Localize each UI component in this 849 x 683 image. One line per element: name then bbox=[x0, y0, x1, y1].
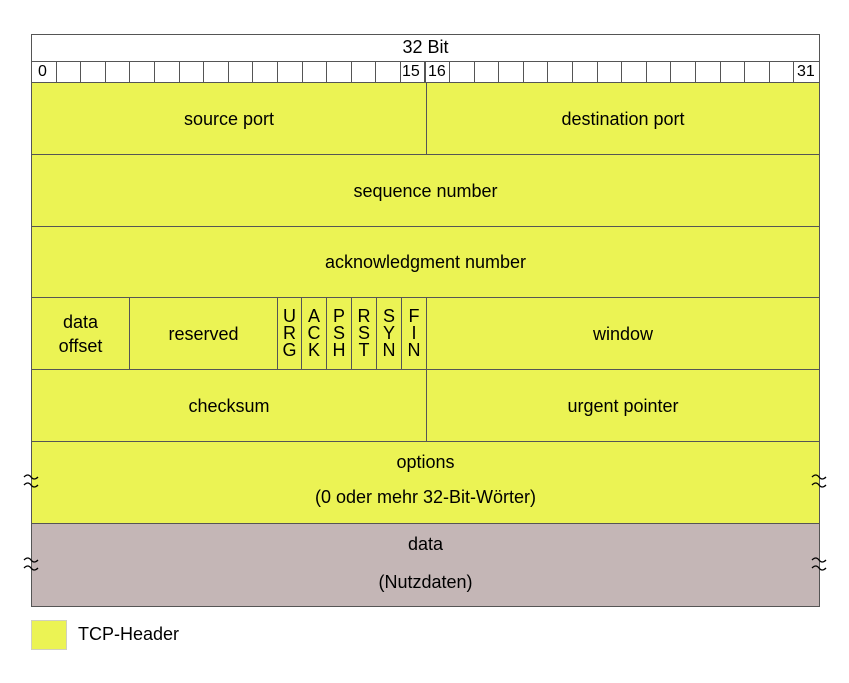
flag-letter: R bbox=[357, 306, 371, 326]
break-mark-data-right-icon bbox=[811, 557, 827, 571]
reserved-label: reserved bbox=[168, 323, 239, 344]
flag-letter: I bbox=[411, 323, 417, 343]
flag-letter: R bbox=[283, 323, 296, 343]
options-note: (0 oder mehr 32-Bit-Wörter) bbox=[314, 487, 537, 507]
bit-cell bbox=[721, 62, 746, 82]
bit-cell bbox=[303, 62, 328, 82]
sequence-number-label: sequence number bbox=[353, 180, 498, 201]
flag-letter: S bbox=[357, 323, 370, 343]
bit-ruler: 0 15 16 31 bbox=[31, 61, 820, 82]
source-port-field: source port bbox=[31, 82, 427, 155]
flag-letter: N bbox=[407, 340, 421, 360]
urgent-pointer-field: urgent pointer bbox=[426, 369, 820, 442]
data-offset-field: data offset bbox=[31, 297, 130, 370]
break-mark-options-right-icon bbox=[811, 474, 827, 488]
flag-letter: U bbox=[283, 306, 296, 326]
flag-letter: Y bbox=[382, 323, 395, 343]
bit-cell bbox=[598, 62, 623, 82]
flag-letter: C bbox=[307, 323, 321, 343]
bit-cell bbox=[32, 62, 57, 82]
destination-port-label: destination port bbox=[561, 108, 685, 129]
flag-letter: H bbox=[332, 340, 346, 360]
bit-cell bbox=[696, 62, 721, 82]
flag-letter: S bbox=[382, 306, 395, 326]
legend-swatch bbox=[31, 620, 67, 650]
checksum-label: checksum bbox=[188, 395, 270, 416]
legend: TCP-Header bbox=[31, 620, 231, 652]
bit-marker-31: 31 bbox=[797, 63, 815, 80]
payload-data-note: (Nutzdaten) bbox=[378, 572, 473, 592]
acknowledgment-number-field: acknowledgment number bbox=[31, 226, 820, 298]
bit-cell bbox=[647, 62, 672, 82]
flag-letter: T bbox=[358, 340, 370, 360]
bit-cell bbox=[548, 62, 574, 82]
flag-letter: A bbox=[307, 306, 320, 326]
flag-letter: F bbox=[408, 306, 420, 326]
bit-width-label: 32 Bit bbox=[402, 37, 449, 57]
data-offset-label-line1: data bbox=[62, 311, 99, 332]
bit-cell bbox=[450, 62, 475, 82]
flag-letter: P bbox=[332, 306, 345, 326]
flag-letter: N bbox=[382, 340, 396, 360]
options-label: options bbox=[396, 452, 455, 472]
flag-letter: K bbox=[307, 340, 320, 360]
bit-cell bbox=[352, 62, 377, 82]
bit-marker-16: 16 bbox=[428, 63, 446, 80]
bit-cell bbox=[57, 62, 82, 82]
window-label: window bbox=[592, 323, 654, 344]
bit-ruler-cells bbox=[32, 62, 819, 82]
bit-cell bbox=[376, 62, 401, 82]
bit-cell bbox=[770, 62, 795, 82]
bit-cell bbox=[745, 62, 770, 82]
bit-cell bbox=[253, 62, 278, 82]
flag-letter: S bbox=[332, 323, 345, 343]
bit-cell bbox=[524, 62, 549, 82]
bit-marker-15: 15 bbox=[402, 63, 420, 80]
destination-port-field: destination port bbox=[426, 82, 820, 155]
window-field: window bbox=[426, 297, 820, 370]
options-field: options (0 oder mehr 32-Bit-Wörter) bbox=[31, 441, 820, 524]
bit-cell bbox=[475, 62, 500, 82]
payload-data-label: data bbox=[407, 534, 444, 554]
acknowledgment-number-label: acknowledgment number bbox=[324, 252, 527, 272]
bit-cell bbox=[81, 62, 106, 82]
bit-cell bbox=[106, 62, 131, 82]
bit-cell bbox=[180, 62, 205, 82]
urgent-pointer-label: urgent pointer bbox=[567, 395, 679, 416]
reserved-field: reserved bbox=[129, 297, 278, 370]
bit-cell bbox=[622, 62, 647, 82]
bit-marker-0: 0 bbox=[38, 63, 47, 80]
bit-cell bbox=[204, 62, 229, 82]
checksum-field: checksum bbox=[31, 369, 427, 442]
bit-width-header: 32 Bit bbox=[31, 34, 820, 61]
bit-cell bbox=[229, 62, 254, 82]
flag-letter: G bbox=[282, 340, 297, 360]
bit-cell bbox=[426, 62, 451, 82]
bit-cell bbox=[327, 62, 352, 82]
sequence-number-field: sequence number bbox=[31, 154, 820, 227]
source-port-label: source port bbox=[183, 108, 275, 129]
break-mark-data-left-icon bbox=[23, 557, 39, 571]
bit-cell bbox=[671, 62, 697, 82]
data-offset-label-line2: offset bbox=[58, 335, 103, 356]
break-mark-options-left-icon bbox=[23, 474, 39, 488]
bit-cell bbox=[401, 62, 426, 82]
bit-cell bbox=[155, 62, 180, 82]
bit-cell bbox=[278, 62, 303, 82]
legend-label: TCP-Header bbox=[78, 624, 180, 644]
bit-cell bbox=[499, 62, 524, 82]
payload-data-field: data (Nutzdaten) bbox=[31, 523, 820, 607]
bit-cell bbox=[130, 62, 155, 82]
bit-cell bbox=[573, 62, 598, 82]
